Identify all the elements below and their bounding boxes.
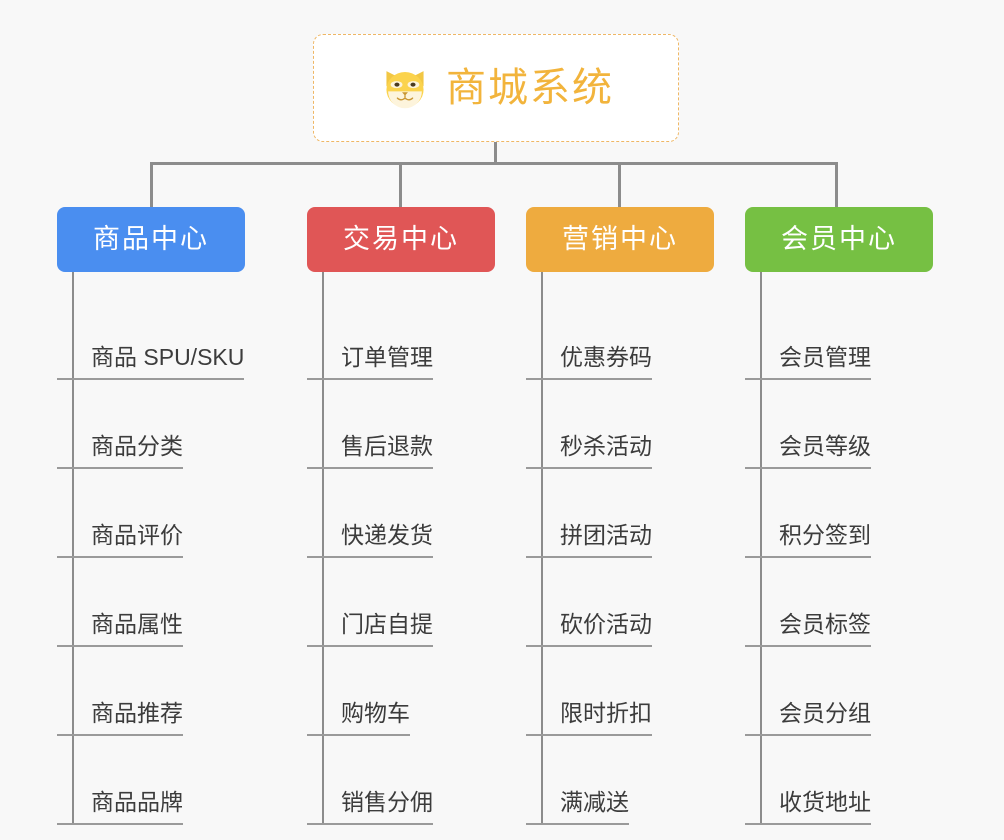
list-item[interactable]: 商品分类 xyxy=(57,380,245,469)
list-item[interactable]: 商品 SPU/SKU xyxy=(57,291,245,380)
category-header-member[interactable]: 会员中心 xyxy=(745,207,933,272)
leaf-label: 收货地址 xyxy=(745,791,871,825)
list-item[interactable]: 商品推荐 xyxy=(57,647,245,736)
leaf-spine xyxy=(322,272,324,825)
connector-drop-0 xyxy=(150,162,153,207)
list-item[interactable]: 销售分佣 xyxy=(307,736,495,825)
leaf-label: 订单管理 xyxy=(307,346,433,380)
category-header-marketing[interactable]: 营销中心 xyxy=(526,207,714,272)
connector-root-stem xyxy=(494,142,497,164)
root-title: 商城系统 xyxy=(446,66,614,110)
list-item[interactable]: 收货地址 xyxy=(745,736,933,825)
category-column-marketing: 营销中心 优惠券码 秒杀活动 拼团活动 砍价活动 限时折扣 满减送 xyxy=(526,207,714,825)
leaf-label: 会员管理 xyxy=(745,346,871,380)
leaf-label: 会员标签 xyxy=(745,613,871,647)
leaf-list-trade: 订单管理 售后退款 快递发货 门店自提 购物车 销售分佣 xyxy=(307,272,495,825)
list-item[interactable]: 会员等级 xyxy=(745,380,933,469)
list-item[interactable]: 购物车 xyxy=(307,647,495,736)
category-label: 商品中心 xyxy=(93,224,209,254)
list-item[interactable]: 商品属性 xyxy=(57,558,245,647)
shiba-dog-face-icon xyxy=(386,71,424,109)
leaf-label: 售后退款 xyxy=(307,435,433,469)
list-item[interactable]: 优惠券码 xyxy=(526,291,714,380)
leaf-label: 限时折扣 xyxy=(526,702,652,736)
leaf-label: 积分签到 xyxy=(745,524,871,558)
leaf-list-member: 会员管理 会员等级 积分签到 会员标签 会员分组 收货地址 xyxy=(745,272,933,825)
leaf-label: 满减送 xyxy=(526,791,629,825)
category-label: 会员中心 xyxy=(781,224,897,254)
connector-drop-1 xyxy=(399,162,402,207)
list-item[interactable]: 快递发货 xyxy=(307,469,495,558)
connector-root-bar xyxy=(150,162,838,165)
leaf-label: 砍价活动 xyxy=(526,613,652,647)
list-item[interactable]: 限时折扣 xyxy=(526,647,714,736)
leaf-spine xyxy=(760,272,762,825)
leaf-label: 秒杀活动 xyxy=(526,435,652,469)
leaf-label: 购物车 xyxy=(307,702,410,736)
category-column-member: 会员中心 会员管理 会员等级 积分签到 会员标签 会员分组 收货地址 xyxy=(745,207,933,825)
list-item[interactable]: 拼团活动 xyxy=(526,469,714,558)
category-column-product: 商品中心 商品 SPU/SKU 商品分类 商品评价 商品属性 商品推荐 商品品牌 xyxy=(57,207,245,825)
list-item[interactable]: 商品品牌 xyxy=(57,736,245,825)
leaf-label: 商品评价 xyxy=(57,524,183,558)
category-header-trade[interactable]: 交易中心 xyxy=(307,207,495,272)
list-item[interactable]: 砍价活动 xyxy=(526,558,714,647)
leaf-label: 会员分组 xyxy=(745,702,871,736)
leaf-label: 商品 SPU/SKU xyxy=(57,346,245,380)
leaf-list-marketing: 优惠券码 秒杀活动 拼团活动 砍价活动 限时折扣 满减送 xyxy=(526,272,714,825)
list-item[interactable]: 满减送 xyxy=(526,736,714,825)
leaf-label: 会员等级 xyxy=(745,435,871,469)
leaf-label: 商品属性 xyxy=(57,613,183,647)
leaf-list-product: 商品 SPU/SKU 商品分类 商品评价 商品属性 商品推荐 商品品牌 xyxy=(57,272,245,825)
list-item[interactable]: 积分签到 xyxy=(745,469,933,558)
connector-drop-3 xyxy=(835,162,838,207)
leaf-spine xyxy=(541,272,543,825)
leaf-label: 销售分佣 xyxy=(307,791,433,825)
category-label: 交易中心 xyxy=(343,224,459,254)
leaf-label: 门店自提 xyxy=(307,613,433,647)
leaf-label: 拼团活动 xyxy=(526,524,652,558)
list-item[interactable]: 售后退款 xyxy=(307,380,495,469)
list-item[interactable]: 门店自提 xyxy=(307,558,495,647)
category-header-product[interactable]: 商品中心 xyxy=(57,207,245,272)
leaf-spine xyxy=(72,272,74,825)
connector-drop-2 xyxy=(618,162,621,207)
list-item[interactable]: 会员管理 xyxy=(745,291,933,380)
leaf-label: 商品品牌 xyxy=(57,791,183,825)
list-item[interactable]: 会员标签 xyxy=(745,558,933,647)
leaf-label: 商品分类 xyxy=(57,435,183,469)
category-column-trade: 交易中心 订单管理 售后退款 快递发货 门店自提 购物车 销售分佣 xyxy=(307,207,495,825)
root-node[interactable]: 商城系统 xyxy=(313,34,679,142)
leaf-label: 商品推荐 xyxy=(57,702,183,736)
list-item[interactable]: 订单管理 xyxy=(307,291,495,380)
leaf-label: 优惠券码 xyxy=(526,346,652,380)
category-label: 营销中心 xyxy=(562,224,678,254)
leaf-label: 快递发货 xyxy=(307,524,433,558)
list-item[interactable]: 会员分组 xyxy=(745,647,933,736)
list-item[interactable]: 商品评价 xyxy=(57,469,245,558)
list-item[interactable]: 秒杀活动 xyxy=(526,380,714,469)
